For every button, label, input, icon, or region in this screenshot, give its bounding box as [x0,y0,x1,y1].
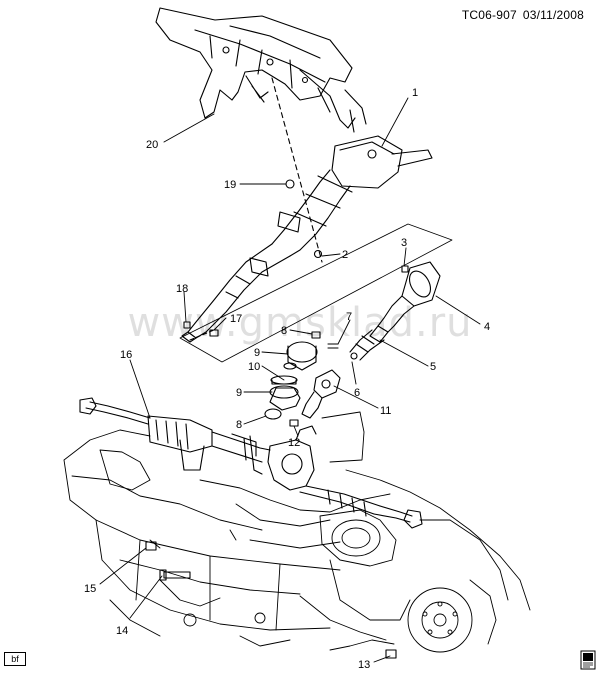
callout-4: 4 [484,321,490,333]
callout-5: 5 [430,361,436,373]
callout-13: 13 [358,659,370,671]
shaft-coupling [301,369,341,419]
callout-9-lower: 9 [236,387,242,399]
callout-8-lower: 8 [236,419,242,431]
leader-lines [99,97,481,663]
intermediate-shaft [349,261,441,361]
diagram-header: TC06-907 03/11/2008 [462,8,584,22]
diagram-code: TC06-907 [461,8,517,22]
fasteners [145,179,409,659]
callout-10: 10 [248,361,260,373]
callout-19: 19 [224,179,236,191]
steering-gear [79,397,423,529]
callout-12: 12 [288,437,300,449]
callout-8-upper: 8 [281,325,287,337]
callout-2: 2 [342,249,348,261]
steering-column [181,135,433,343]
callout-numbers: 1 2 3 4 5 6 7 8 9 10 9 8 11 12 13 14 15 … [84,87,490,671]
column-support-bracket [155,7,367,133]
watermark: www.gmsklad.ru [127,300,473,346]
callout-16: 16 [120,349,132,361]
diagram-date: 03/11/2008 [522,8,584,22]
column-centerline [271,77,323,263]
dust-boots [264,341,318,420]
callout-9-upper: 9 [254,347,260,359]
callout-7: 7 [346,311,352,323]
callout-6: 6 [354,387,360,399]
callout-14: 14 [116,625,128,637]
callout-18: 18 [176,283,188,295]
frame-suspension [63,411,531,653]
callout-17: 17 [230,313,242,325]
book-manual-icon [580,650,596,670]
lower-shaft-box [179,223,453,363]
callout-11: 11 [380,405,391,417]
corner-tag: bf [4,652,26,666]
callout-20: 20 [146,139,158,151]
callout-1: 1 [412,87,418,99]
callout-3: 3 [401,237,407,249]
callout-15: 15 [84,583,96,595]
